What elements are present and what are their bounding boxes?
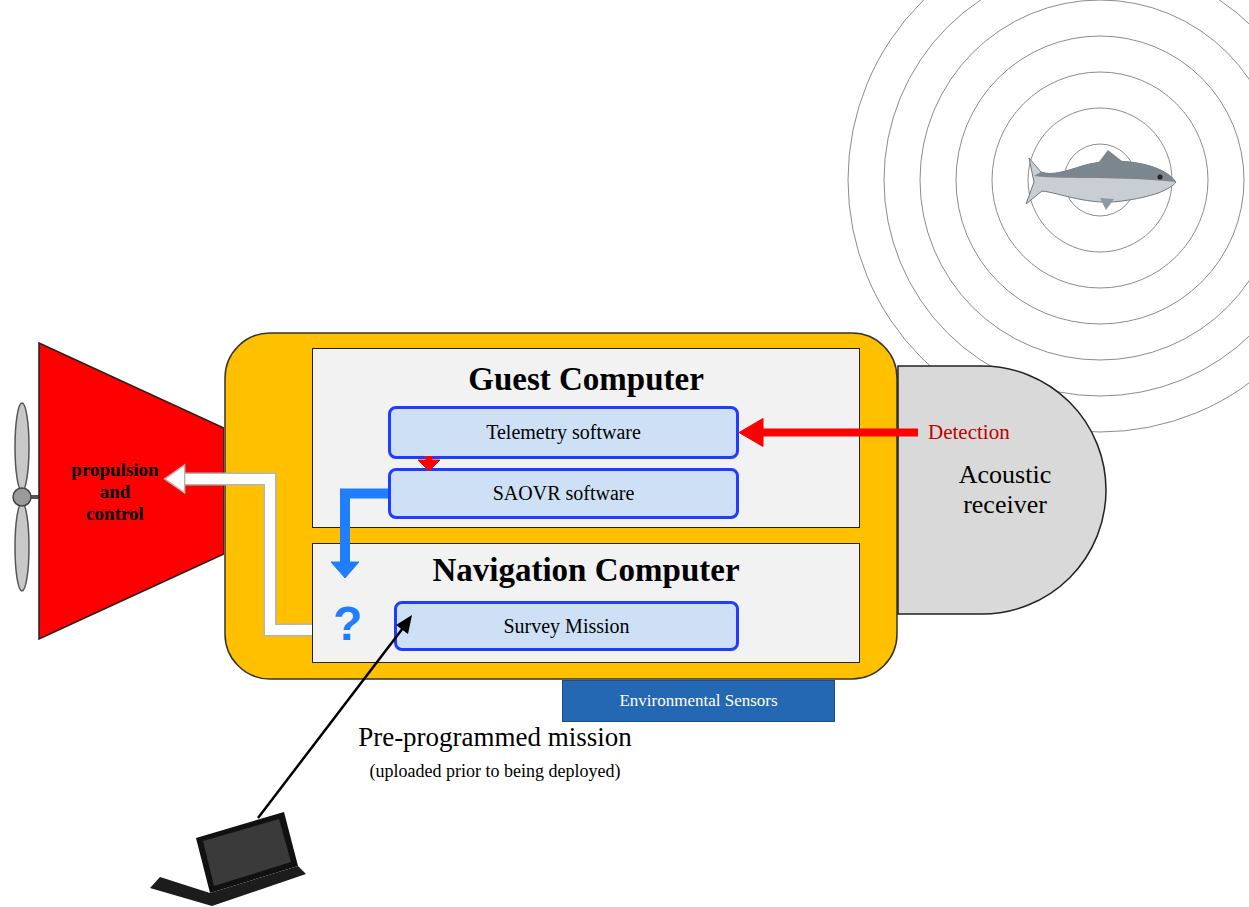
box-label: Environmental Sensors xyxy=(613,691,783,711)
sonar-ring xyxy=(920,0,1249,360)
propulsion-cone-shape xyxy=(39,343,224,639)
edge-label: Detection xyxy=(926,420,1012,445)
computer-box: Navigation ComputerSurvey Mission xyxy=(312,543,860,663)
sonar-ring xyxy=(884,0,1249,396)
propeller-blade xyxy=(15,503,29,591)
fish-fin xyxy=(1100,198,1114,210)
arrow-head xyxy=(331,562,359,578)
fish-eye xyxy=(1158,175,1163,180)
upload-arrow xyxy=(258,628,403,818)
box-label: SAOVR software xyxy=(487,482,641,505)
arrow-head xyxy=(418,460,440,471)
propeller xyxy=(13,403,40,591)
box-heading: Navigation Computer xyxy=(313,552,859,590)
connector-line xyxy=(756,429,918,437)
propeller-blade xyxy=(15,403,29,491)
propulsion-cone-outline xyxy=(38,342,224,640)
box-label: Telemetry software xyxy=(480,421,647,444)
connector-outline xyxy=(179,479,312,630)
sonar-ring xyxy=(992,72,1208,288)
sonar-ring xyxy=(956,36,1244,324)
box-label: Survey Mission xyxy=(497,615,635,638)
connector-line xyxy=(345,494,388,567)
laptop-base xyxy=(150,866,306,906)
propulsion-cone: propulsion and control xyxy=(38,342,224,640)
box-label: propulsion and control xyxy=(71,459,158,525)
sensor-box: Environmental Sensors xyxy=(562,680,835,722)
fish-back xyxy=(1034,161,1176,182)
software-box: Telemetry software xyxy=(388,406,739,459)
fish-fin xyxy=(1098,150,1122,163)
mission-note: Pre-programmed mission xyxy=(358,722,632,753)
software-box: SAOVR software xyxy=(388,468,739,519)
arrow-head xyxy=(396,615,412,634)
detection-arrow xyxy=(739,419,918,447)
command-arrow xyxy=(331,494,388,579)
vehicle-hull xyxy=(225,333,897,679)
laptop-icon xyxy=(150,812,306,906)
box-label: Acoustic receiver xyxy=(959,460,1051,520)
arrow-head xyxy=(739,419,763,447)
acoustic-receiver: Acoustic receiver xyxy=(897,365,1107,615)
data-arrow xyxy=(418,456,440,471)
computer-box: Guest ComputerTelemetry softwareSAOVR so… xyxy=(312,348,860,528)
mission-box: Survey Mission xyxy=(394,601,739,651)
acoustic-receiver-shape xyxy=(898,366,1106,614)
arrow-head xyxy=(165,465,185,493)
fish-body xyxy=(1026,158,1176,204)
mission-subnote: (uploaded prior to being deployed) xyxy=(370,761,621,782)
box-heading: Guest Computer xyxy=(313,361,859,399)
decision-mark: ? xyxy=(333,596,362,651)
salmon-fish xyxy=(1026,150,1176,210)
control-arrow xyxy=(165,465,312,630)
connector-line xyxy=(179,479,312,630)
propeller-hub xyxy=(13,488,31,506)
